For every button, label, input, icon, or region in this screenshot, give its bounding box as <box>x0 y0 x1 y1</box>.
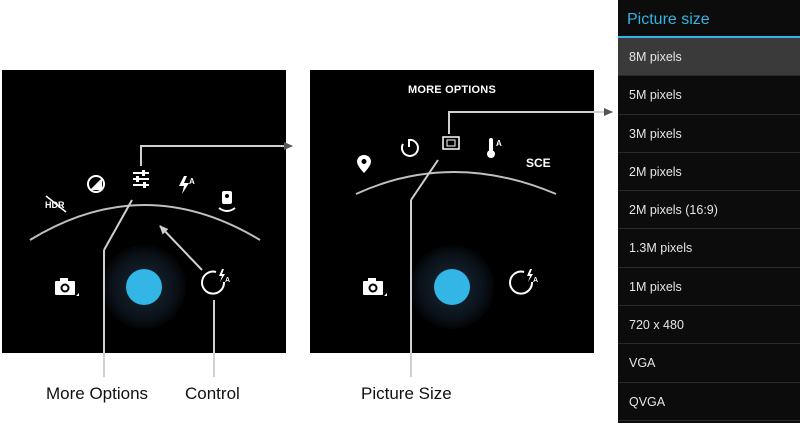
svg-text:HDR: HDR <box>45 200 65 210</box>
picture-size-icon[interactable] <box>442 136 460 150</box>
picture-size-option[interactable]: 2M pixels (16:9) <box>618 191 800 230</box>
picture-size-option[interactable]: 8M pixels <box>618 38 800 77</box>
control-dial-icon[interactable]: A <box>198 266 232 300</box>
more-options-title: MORE OPTIONS <box>408 84 496 96</box>
exposure-icon[interactable] <box>86 174 106 194</box>
location-icon[interactable] <box>356 154 372 174</box>
picture-size-header: Picture size <box>618 0 800 38</box>
svg-text:A: A <box>496 139 502 148</box>
picture-size-option[interactable]: 3M pixels <box>618 115 800 153</box>
callout-picture-size: Picture Size <box>361 384 452 403</box>
picture-size-title: Picture size <box>627 11 710 28</box>
svg-text:A: A <box>189 177 195 186</box>
camera-mode-icon[interactable] <box>54 276 80 298</box>
settings-sliders-icon[interactable] <box>130 168 152 190</box>
camera-switch-icon[interactable] <box>218 190 236 214</box>
camera-mode-icon[interactable] <box>362 276 388 298</box>
camera-screen-more-options: MORE OPTIONS A SCE <box>310 70 594 353</box>
camera-screen-main: HDR A <box>2 70 286 353</box>
option-arc <box>29 204 261 241</box>
callout-more-options: More Options <box>46 384 149 403</box>
picture-size-option[interactable]: 720 x 480 <box>618 306 800 345</box>
flash-auto-icon[interactable]: A <box>176 174 198 196</box>
option-arc <box>355 171 557 195</box>
picture-size-option[interactable]: QVGA <box>618 383 800 421</box>
timer-icon[interactable] <box>398 136 420 158</box>
scene-mode-icon[interactable]: SCE <box>526 156 551 170</box>
picture-size-option[interactable]: 5M pixels <box>618 76 800 115</box>
svg-text:A: A <box>533 277 538 284</box>
picture-size-option[interactable]: 1.3M pixels <box>618 229 800 268</box>
white-balance-icon[interactable]: A <box>484 136 506 160</box>
picture-size-option[interactable]: 2M pixels <box>618 153 800 192</box>
control-dial-icon[interactable]: A <box>506 266 540 300</box>
callout-control: Control <box>185 384 240 403</box>
picture-size-option[interactable]: VGA <box>618 344 800 383</box>
svg-text:A: A <box>225 277 230 284</box>
hdr-off-icon[interactable]: HDR <box>42 194 70 214</box>
picture-size-option[interactable]: 1M pixels <box>618 268 800 307</box>
shutter-button[interactable] <box>126 269 162 305</box>
shutter-button[interactable] <box>434 269 470 305</box>
